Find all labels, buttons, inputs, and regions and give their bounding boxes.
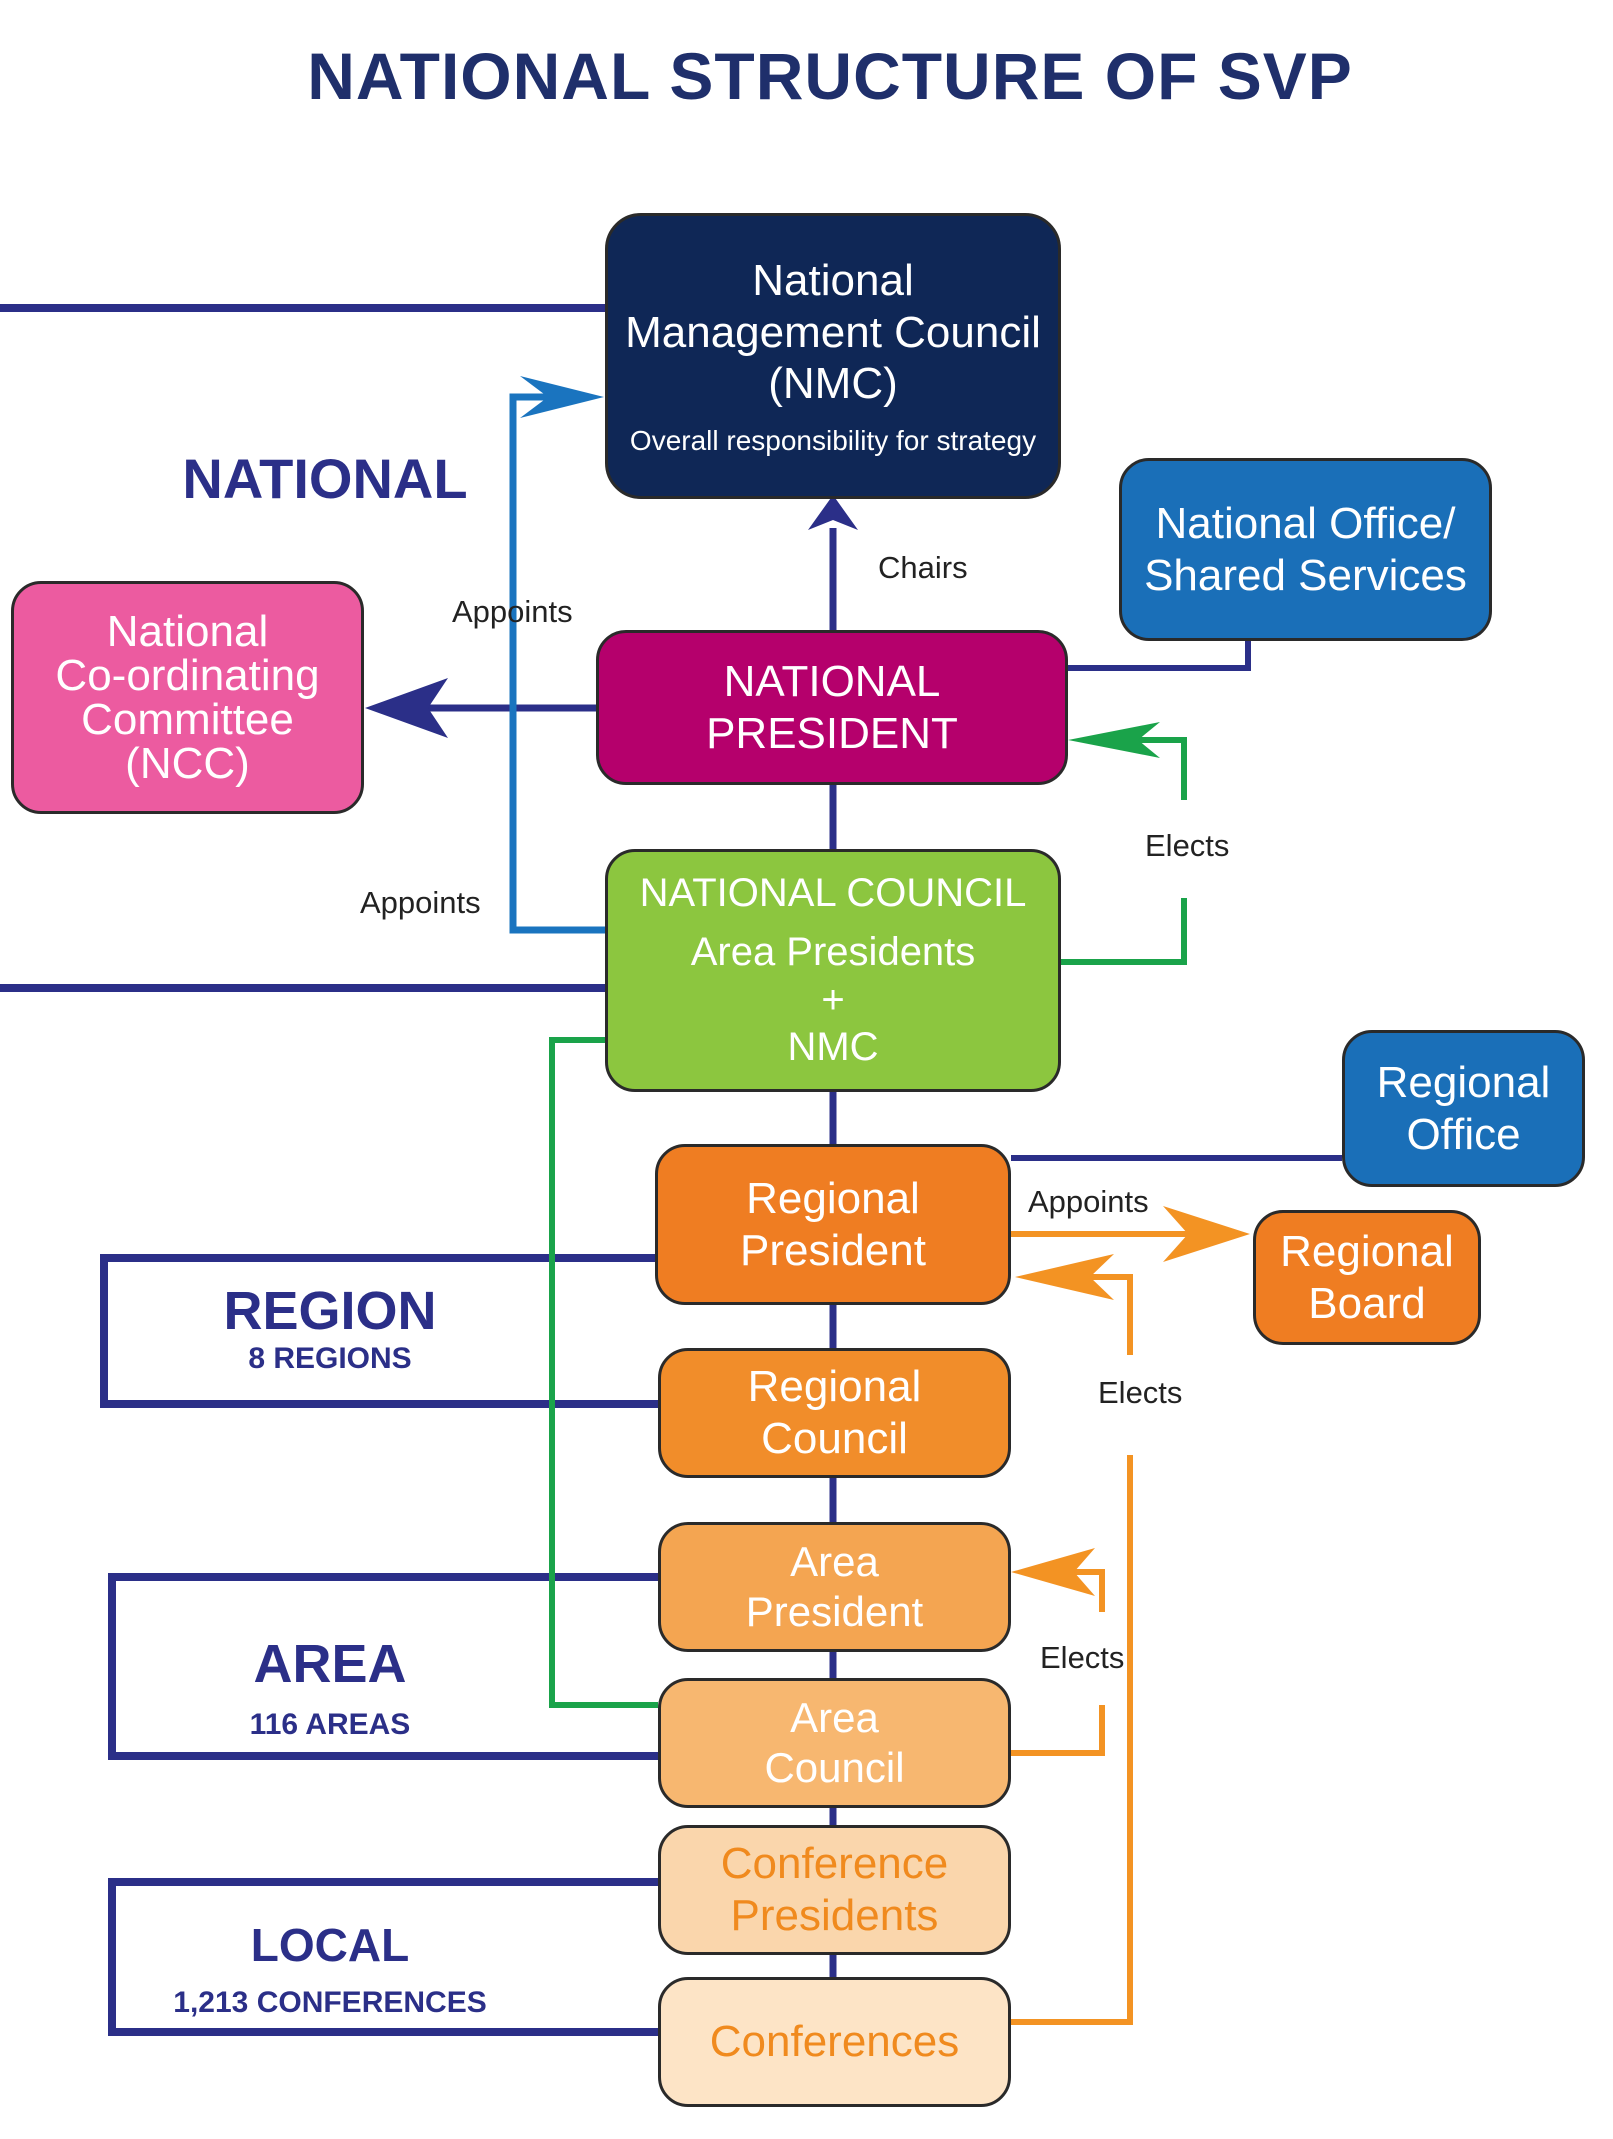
regional-council-line1: Regional: [747, 1362, 922, 1412]
national-president-box: NATIONAL PRESIDENT: [596, 630, 1068, 785]
area-bracket: [108, 1573, 658, 1760]
area-president-line1: Area: [790, 1538, 879, 1586]
national-office-box: National Office/ Shared Services: [1119, 458, 1492, 641]
label-appoints-ncc: Appoints: [360, 885, 481, 920]
appoints-blue-line: [509, 393, 605, 934]
nc-area-council-line: [549, 1037, 658, 1708]
label-elects-area-president: Elects: [1040, 1640, 1125, 1675]
label-appoints-nmc: Appoints: [452, 594, 573, 629]
area-council-box: Area Council: [658, 1678, 1011, 1808]
conferences-box: Conferences: [658, 1977, 1011, 2107]
nmc-line3: (NMC): [768, 359, 898, 409]
ncc-line4: (NCC): [125, 738, 250, 788]
level-local: LOCAL: [250, 1919, 410, 1971]
regional-office-line2: Office: [1406, 1109, 1521, 1159]
conference-presidents-line2: Presidents: [730, 1891, 939, 1940]
nmc-line2: Management Council: [625, 307, 1041, 357]
regional-board-line1: Regional: [1280, 1226, 1454, 1276]
level-region: REGION: [223, 1281, 437, 1341]
nmc-subtitle: Overall responsibility for strategy: [629, 425, 1037, 457]
level-national: NATIONAL: [182, 447, 468, 510]
regional-office-line1: Regional: [1376, 1057, 1551, 1107]
appoints-rb-arrowhead: [1163, 1206, 1250, 1262]
ncc-line1: National: [106, 606, 269, 656]
regional-council-line2: Council: [761, 1414, 908, 1463]
region-bracket: [100, 1254, 658, 1408]
regional-president-box: Regional President: [655, 1144, 1011, 1305]
level-area-count: 116 AREAS: [249, 1708, 411, 1741]
area-president-line2: President: [745, 1588, 924, 1635]
label-elects-national-president: Elects: [1145, 828, 1230, 863]
ncc-line3: Committee: [81, 694, 294, 744]
elects-np-arrowhead: [1068, 722, 1160, 758]
regional-president-line2: President: [740, 1225, 926, 1275]
national-office-line1: National Office/: [1155, 498, 1456, 548]
label-elects-regional-president: Elects: [1098, 1375, 1183, 1410]
ncc-box: National Co-ordinating Committee (NCC): [11, 581, 364, 814]
level-area: AREA: [253, 1634, 407, 1694]
area-council-line1: Area: [790, 1694, 879, 1742]
label-chairs: Chairs: [878, 550, 968, 585]
ncc-line2: Co-ordinating: [55, 650, 320, 700]
regional-board-box: Regional Board: [1253, 1210, 1481, 1345]
conference-presidents-box: Conference Presidents: [658, 1825, 1011, 1955]
area-council-line2: Council: [764, 1744, 905, 1791]
nmc-box: National Management Council (NMC) Overal…: [605, 213, 1061, 499]
ncc-arrowhead: [365, 678, 448, 738]
conferences-label: Conferences: [709, 2017, 960, 2067]
appoints-blue-arrowhead: [520, 376, 604, 418]
elects-rp-arrowhead: [1015, 1254, 1114, 1300]
conference-presidents-line1: Conference: [720, 1839, 949, 1889]
page-title: NATIONAL STRUCTURE OF SVP: [307, 39, 1353, 113]
area-president-box: Area President: [658, 1522, 1011, 1652]
level-local-count: 1,213 CONFERENCES: [173, 1986, 487, 2019]
nmc-line1: National: [752, 255, 914, 305]
national-office-connector: [1068, 641, 1251, 671]
national-council-line3: +: [821, 977, 845, 1022]
national-council-line1: NATIONAL COUNCIL: [639, 871, 1027, 916]
regional-council-box: Regional Council: [658, 1348, 1011, 1478]
national-council-box: NATIONAL COUNCIL Area Presidents + NMC: [605, 849, 1061, 1092]
level-region-count: 8 REGIONS: [248, 1342, 412, 1375]
chairs-arrowhead: [808, 495, 858, 530]
national-council-line2: Area Presidents: [690, 930, 976, 975]
regional-board-line2: Board: [1308, 1278, 1426, 1328]
national-president-label: NATIONAL PRESIDENT: [706, 656, 958, 758]
national-office-line2: Shared Services: [1144, 550, 1467, 600]
label-appoints-regional-board: Appoints: [1028, 1184, 1149, 1219]
local-bracket: [108, 1878, 658, 2036]
elects-ap-arrowhead: [1011, 1548, 1095, 1596]
national-council-line4: NMC: [787, 1024, 879, 1069]
regional-president-line1: Regional: [746, 1173, 920, 1223]
regional-office-box: Regional Office: [1342, 1030, 1585, 1187]
